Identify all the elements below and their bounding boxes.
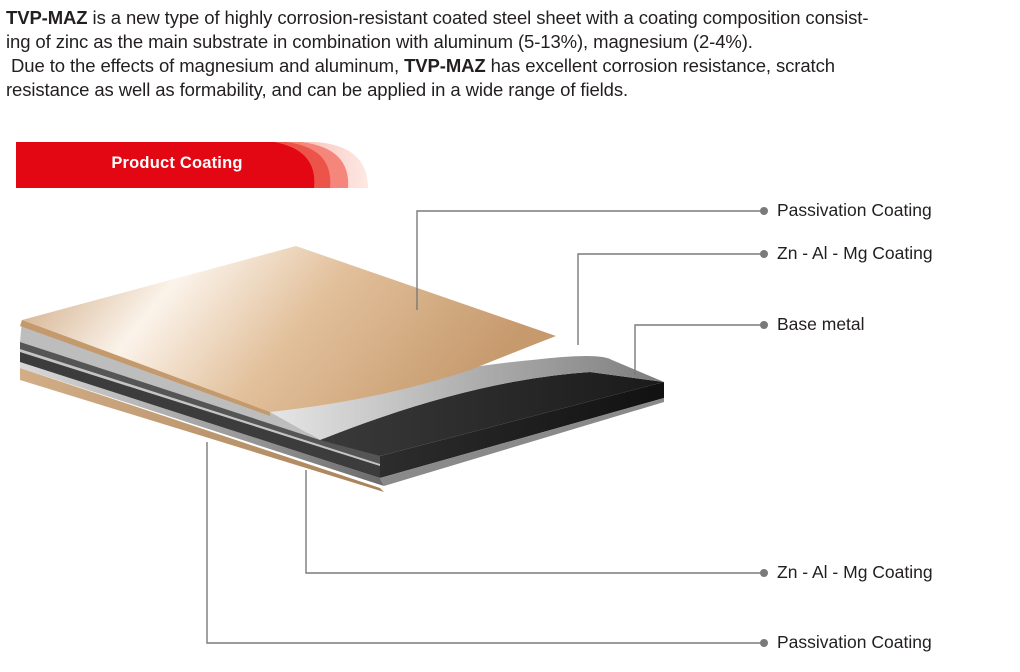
base-metal-right-edge: [380, 382, 664, 478]
callout-znalmg-top: Zn - Al - Mg Coating: [777, 243, 933, 263]
callout-base-metal: Base metal: [777, 314, 865, 334]
znalmg-coating-top: [270, 356, 664, 440]
brand-name: TVP-MAZ: [6, 7, 88, 28]
intro-text: TVP-MAZ is a new type of highly corrosio…: [6, 6, 1014, 102]
leader-znalmg-bottom: [305, 470, 764, 574]
passivation-coating-top: [22, 246, 556, 412]
bottom-passivation-layer: [20, 368, 384, 492]
banner-swoosh: [16, 142, 368, 188]
bottom-znalmg-layer: [20, 362, 384, 486]
leader-lines: [206, 210, 764, 644]
brand-name: TVP-MAZ: [404, 55, 486, 76]
leader-base-metal: [634, 324, 764, 375]
banner-label: Product Coating: [111, 154, 243, 172]
leader-znalmg-top: [577, 253, 764, 345]
bottom-layer-stack: [20, 342, 664, 492]
dot-passivation-top: [760, 207, 768, 215]
bottom-right-edge: [380, 398, 664, 486]
leader-passivation-bottom: [206, 442, 764, 644]
base-metal-top: [320, 372, 664, 456]
intro-line-4: resistance as well as formability, and c…: [6, 79, 629, 100]
intro-paragraph-1: TVP-MAZ is a new type of highly corrosio…: [6, 6, 1014, 54]
callout-znalmg-bottom: Zn - Al - Mg Coating: [777, 562, 933, 582]
leader-passivation-top: [416, 210, 764, 310]
product-coating-banner: Product Coating: [16, 142, 368, 188]
leader-end-dots: [760, 207, 768, 647]
dot-znalmg-top: [760, 250, 768, 258]
callout-passivation-top: Passivation Coating: [777, 200, 932, 220]
callout-passivation-bottom: Passivation Coating: [777, 632, 932, 652]
intro-paragraph-2: Due to the effects of magnesium and alum…: [6, 54, 1014, 102]
passivation-left-edge: [20, 320, 270, 416]
edge-gap: [20, 349, 380, 466]
dot-base-metal: [760, 321, 768, 329]
intro-line-3-start: Due to the effects of magnesium and alum…: [6, 55, 405, 76]
intro-line-1: is a new type of highly corrosion-resist…: [87, 7, 869, 28]
dot-znalmg-bottom: [760, 569, 768, 577]
intro-line-3-end: has excellent corrosion resistance, scra…: [485, 55, 835, 76]
dot-passivation-bottom: [760, 639, 768, 647]
intro-line-2: ing of zinc as the main substrate in com…: [6, 31, 753, 52]
base-metal-edge-highlight: [20, 342, 380, 464]
